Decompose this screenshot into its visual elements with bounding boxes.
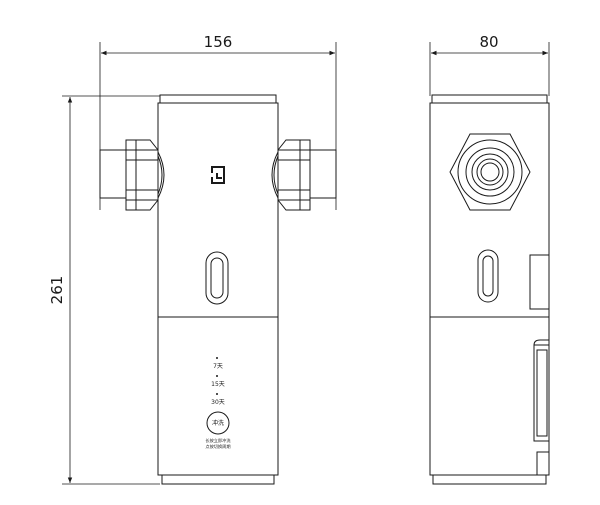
side-level-window-inner (482, 255, 494, 297)
instructions-line-2: 点按切换周期 (205, 443, 230, 450)
cycle-option-30[interactable]: 30天 (211, 399, 225, 406)
side-top-cap (431, 94, 548, 104)
front-level-window (205, 251, 229, 305)
instructions-line-1: 长按立即冲洗 (205, 437, 231, 444)
side-level-window (477, 249, 499, 303)
front-top-cap (159, 94, 277, 104)
front-lower-body (157, 316, 279, 476)
side-lower-body (429, 316, 550, 476)
dot-icon (216, 375, 218, 377)
front-level-window-inner (210, 257, 224, 299)
side-view (429, 94, 550, 485)
side-hex-fitting (449, 133, 531, 211)
front-view (99, 94, 337, 485)
side-tab-upper (529, 254, 550, 310)
side-tab-lower (536, 451, 550, 476)
side-bottom-foot (432, 474, 547, 485)
left-inlet-fitting (99, 139, 165, 211)
right-outlet-fitting (271, 139, 337, 211)
cycle-option-15[interactable]: 15天 (211, 381, 225, 388)
front-bottom-foot (161, 474, 275, 485)
side-width-dimension (429, 42, 550, 96)
side-handle (533, 344, 550, 442)
height-dimension (62, 95, 160, 485)
dot-icon (216, 393, 218, 395)
cycle-option-7[interactable]: 7天 (213, 363, 223, 370)
side-width-label: 80 (479, 33, 498, 51)
dot-icon (216, 357, 218, 359)
flush-button[interactable] (206, 411, 230, 435)
height-label: 261 (48, 276, 66, 305)
front-width-label: 156 (204, 33, 233, 51)
mi-home-logo-icon (211, 166, 225, 184)
flush-button-label: 冲洗 (212, 419, 224, 427)
